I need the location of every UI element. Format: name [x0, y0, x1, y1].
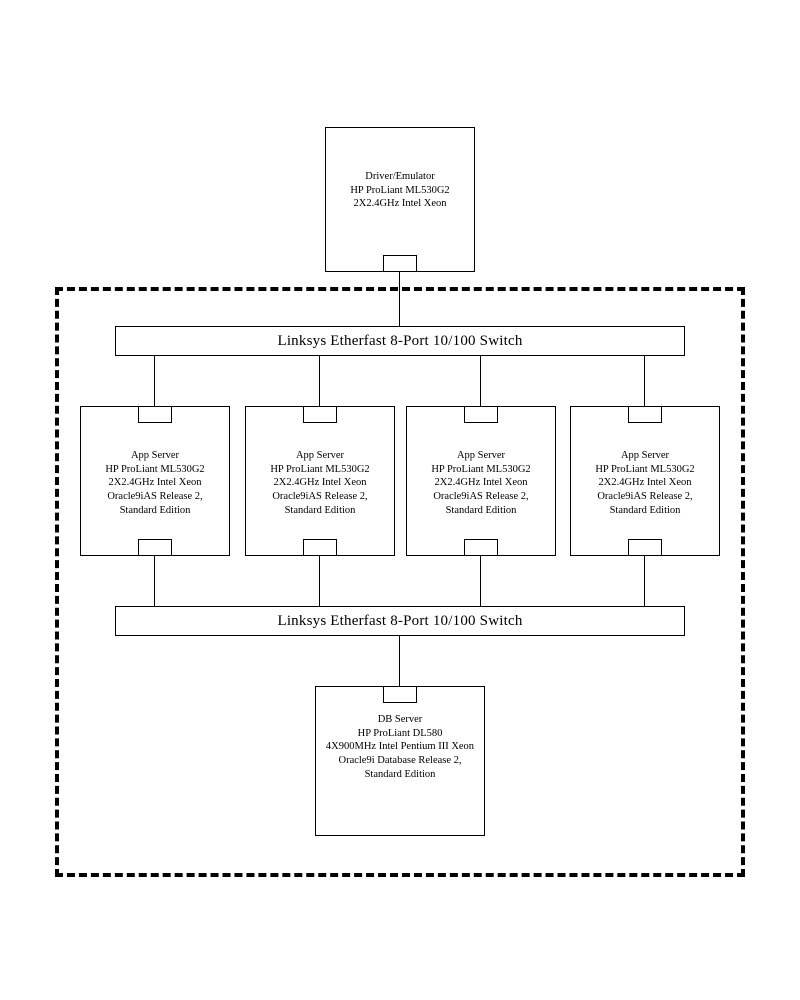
connector-driver-to-top-switch	[399, 272, 400, 326]
connector-top-switch-to-app3	[480, 356, 481, 406]
network-port	[628, 539, 662, 556]
node-label-line: Standard Edition	[364, 768, 436, 780]
node-label-line: Standard Edition	[119, 504, 191, 516]
node-label-line: App Server	[295, 450, 345, 461]
network-port	[303, 539, 337, 556]
db-server-node: DB Server HP ProLiant DL580 4X900MHz Int…	[315, 686, 485, 836]
node-label-line: Oracle9iAS Release 2,	[107, 490, 203, 502]
network-port	[464, 539, 498, 556]
node-label-line: 2X2.4GHz Intel Xeon	[598, 477, 692, 489]
app-server-4-node: App Server HP ProLiant ML530G2 2X2.4GHz …	[570, 406, 720, 556]
node-label-line: HP ProLiant ML530G2	[595, 463, 695, 475]
node-label-line: HP ProLiant ML530G2	[105, 463, 205, 475]
driver-emulator-label: Driver/Emulator HP ProLiant ML530G2 2X2.…	[326, 170, 474, 211]
connector-app2-to-bottom-switch	[319, 556, 320, 606]
network-port	[383, 686, 417, 703]
node-label-line: HP ProLiant ML530G2	[350, 184, 450, 196]
app-server-3-node: App Server HP ProLiant ML530G2 2X2.4GHz …	[406, 406, 556, 556]
node-label-line: App Server	[456, 450, 506, 461]
node-label-line: Driver/Emulator	[365, 171, 435, 182]
node-label-line: App Server	[620, 450, 670, 461]
node-label-line: Standard Edition	[445, 504, 517, 516]
node-label-line: Oracle9iAS Release 2,	[433, 490, 529, 502]
connector-app3-to-bottom-switch	[480, 556, 481, 606]
app-server-4-label: App Server HP ProLiant ML530G2 2X2.4GHz …	[571, 449, 719, 517]
node-label-line: HP ProLiant ML530G2	[270, 463, 370, 475]
node-label-line: App Server	[130, 450, 180, 461]
network-port	[628, 406, 662, 423]
node-label-line: Oracle9iAS Release 2,	[272, 490, 368, 502]
node-label-line: DB Server	[377, 714, 423, 725]
connector-top-switch-to-app2	[319, 356, 320, 406]
node-label-line: Standard Edition	[284, 504, 356, 516]
node-label-line: 4X900MHz Intel Pentium III Xeon	[325, 741, 475, 753]
bottom-switch-node: Linksys Etherfast 8-Port 10/100 Switch	[115, 606, 685, 636]
driver-emulator-node: Driver/Emulator HP ProLiant ML530G2 2X2.…	[325, 127, 475, 272]
environment-boundary	[55, 287, 745, 877]
node-label-line: Standard Edition	[609, 504, 681, 516]
node-label-line: 2X2.4GHz Intel Xeon	[434, 477, 528, 489]
connector-top-switch-to-app4	[644, 356, 645, 406]
node-label-line: HP ProLiant ML530G2	[431, 463, 531, 475]
network-port	[138, 406, 172, 423]
app-server-2-label: App Server HP ProLiant ML530G2 2X2.4GHz …	[246, 449, 394, 517]
network-port	[464, 406, 498, 423]
db-server-label: DB Server HP ProLiant DL580 4X900MHz Int…	[316, 713, 484, 781]
node-label-line: 2X2.4GHz Intel Xeon	[273, 477, 367, 489]
node-label-line: Oracle9i Database Release 2,	[338, 754, 462, 766]
network-port	[303, 406, 337, 423]
app-server-1-label: App Server HP ProLiant ML530G2 2X2.4GHz …	[81, 449, 229, 517]
connector-top-switch-to-app1	[154, 356, 155, 406]
top-switch-node: Linksys Etherfast 8-Port 10/100 Switch	[115, 326, 685, 356]
switch-label: Linksys Etherfast 8-Port 10/100 Switch	[277, 332, 523, 349]
connector-app1-to-bottom-switch	[154, 556, 155, 606]
app-server-3-label: App Server HP ProLiant ML530G2 2X2.4GHz …	[407, 449, 555, 517]
network-port	[138, 539, 172, 556]
connector-app4-to-bottom-switch	[644, 556, 645, 606]
network-port	[383, 255, 417, 272]
app-server-1-node: App Server HP ProLiant ML530G2 2X2.4GHz …	[80, 406, 230, 556]
switch-label: Linksys Etherfast 8-Port 10/100 Switch	[277, 612, 523, 629]
app-server-2-node: App Server HP ProLiant ML530G2 2X2.4GHz …	[245, 406, 395, 556]
node-label-line: HP ProLiant DL580	[357, 727, 443, 739]
connector-bottom-switch-to-db	[399, 636, 400, 686]
node-label-line: 2X2.4GHz Intel Xeon	[353, 198, 447, 210]
node-label-line: Oracle9iAS Release 2,	[597, 490, 693, 502]
node-label-line: 2X2.4GHz Intel Xeon	[108, 477, 202, 489]
